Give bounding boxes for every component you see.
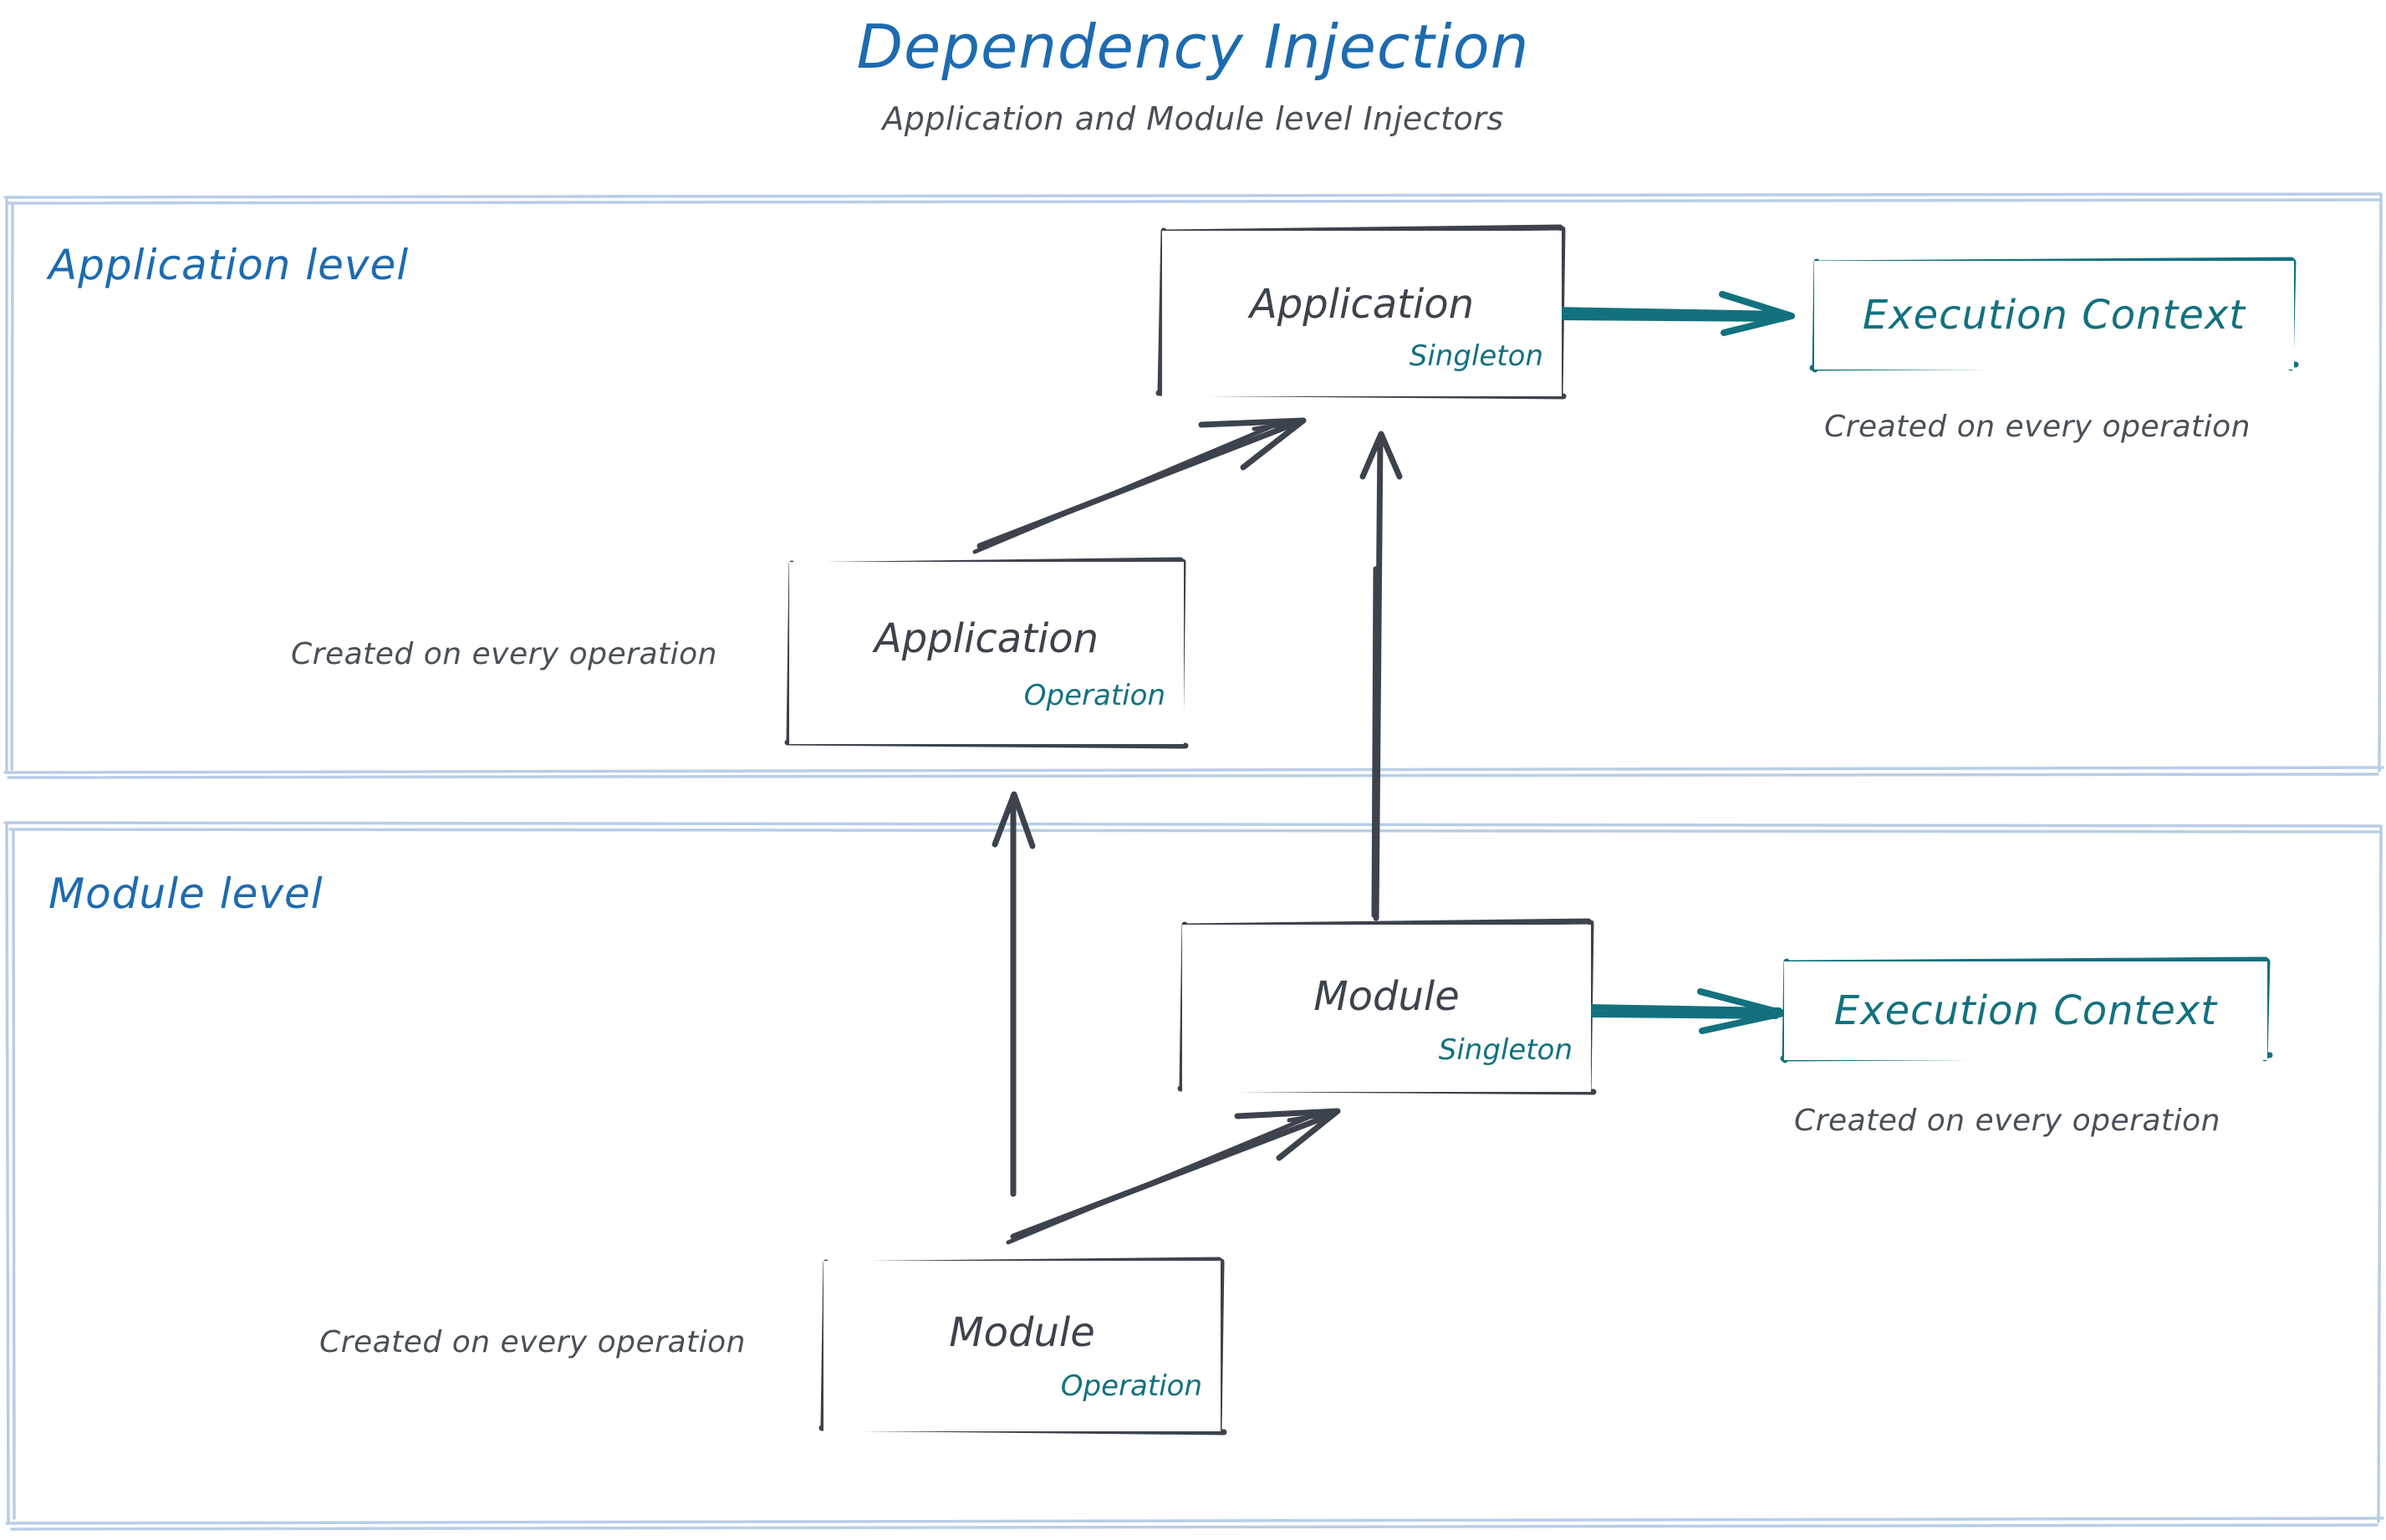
- node-module-operation-scope: Operation: [1060, 1369, 1202, 1403]
- node-application-operation[interactable]: Application Operation: [789, 562, 1184, 744]
- node-application-singleton-title: Application: [1249, 281, 1475, 328]
- caption-execution-context-application: Created on every operation: [1824, 410, 2251, 444]
- page-title: Dependency Injection: [856, 12, 1530, 82]
- lane-label-application: Application level: [48, 241, 410, 289]
- edge-app-singleton-to-exec-ctx: [1550, 291, 1795, 336]
- edge-module-operation-to-app-operation: [992, 791, 1036, 1197]
- node-application-operation-title: Application: [874, 615, 1099, 662]
- edge-module-singleton-to-app-singleton: [1359, 431, 1403, 921]
- node-execution-context-module[interactable]: Execution Context: [1784, 961, 2267, 1060]
- node-execution-context-module-title: Execution Context: [1833, 987, 2218, 1034]
- node-execution-context-application-title: Execution Context: [1862, 292, 2246, 339]
- edge-module-operation-to-module-singleton: [1006, 1108, 1341, 1245]
- caption-execution-context-module: Created on every operation: [1794, 1104, 2220, 1138]
- caption-module-operation: Created on every operation: [319, 1325, 746, 1359]
- caption-application-operation: Created on every operation: [291, 637, 717, 671]
- node-module-operation-title: Module: [949, 1309, 1095, 1356]
- edge-app-operation-to-app-singleton: [972, 417, 1307, 554]
- edge-module-singleton-to-exec-ctx: [1583, 988, 1787, 1034]
- node-module-operation[interactable]: Module Operation: [823, 1261, 1221, 1431]
- node-execution-context-application[interactable]: Execution Context: [1814, 261, 2294, 370]
- node-application-singleton-scope: Singleton: [1409, 339, 1543, 373]
- lane-label-module: Module level: [48, 869, 324, 918]
- page-subtitle: Application and Module level Injectors: [882, 100, 1504, 137]
- node-module-singleton[interactable]: Module Singleton: [1182, 925, 1591, 1092]
- node-module-singleton-scope: Singleton: [1438, 1033, 1573, 1067]
- node-application-singleton[interactable]: Application Singleton: [1162, 231, 1562, 396]
- node-application-operation-scope: Operation: [1023, 679, 1165, 712]
- node-module-singleton-title: Module: [1313, 973, 1460, 1020]
